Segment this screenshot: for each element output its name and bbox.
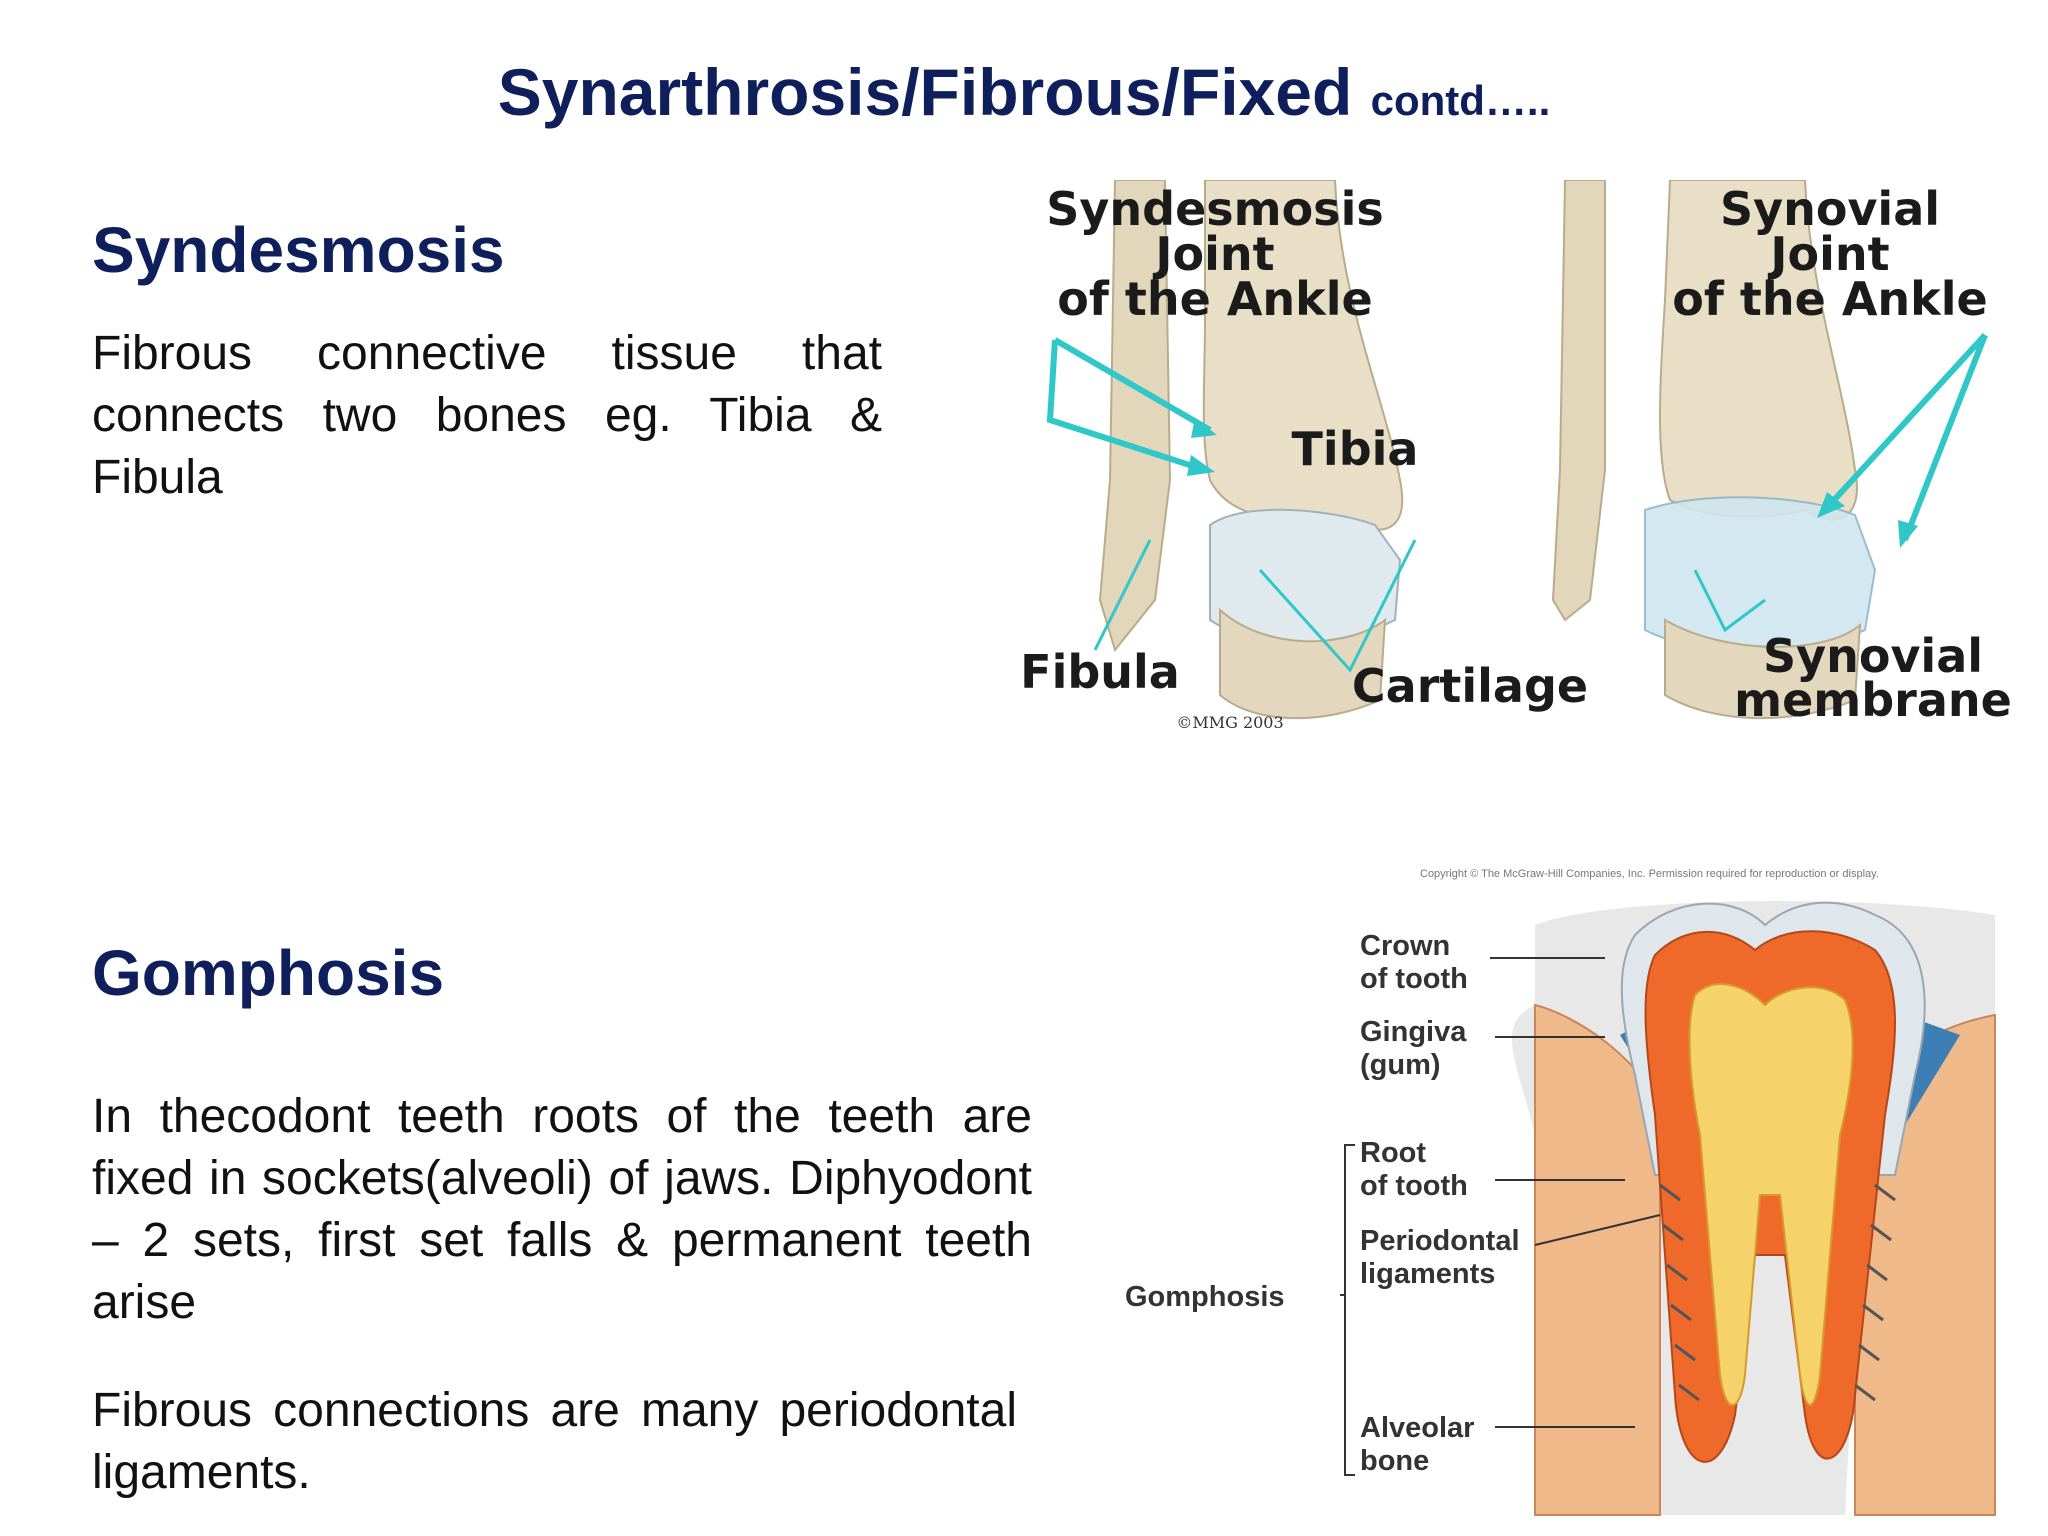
cartilage-label: Cartilage (1352, 659, 1588, 713)
leader-lines (1340, 957, 1661, 1476)
left-title-line-2: Joint (1152, 227, 1274, 281)
right-title-line-3: of the Ankle (1672, 272, 1988, 326)
tooth-gomphosis-figure: Copyright © The McGraw-Hill Companies, I… (1115, 855, 2005, 1525)
periodontal-ligaments (1659, 1183, 1896, 1402)
tooth-copyright: Copyright © The McGraw-Hill Companies, I… (1420, 868, 1879, 880)
right-title-line-2: Joint (1767, 227, 1889, 281)
crown-label-2: of tooth (1360, 963, 1468, 995)
root-label-2: of tooth (1360, 1170, 1468, 1202)
ankle-joint-figure: Syndesmosis Joint of the Ankle Synovial … (1005, 180, 2030, 740)
arrow-heads (1187, 418, 1918, 548)
gingiva-label-2: (gum) (1360, 1049, 1441, 1081)
right-ankle-bones (1551, 180, 1877, 720)
fibula-label: Fibula (1020, 645, 1180, 699)
right-title-line-1: Synovial (1720, 182, 1940, 236)
left-ankle-bones (1098, 180, 1404, 720)
gomphosis-heading: Gomphosis (92, 937, 445, 1009)
left-title-line-1: Syndesmosis (1046, 182, 1383, 236)
pulp (1688, 983, 1854, 1406)
gingiva-label-1: Gingiva (1360, 1016, 1467, 1048)
left-title-line-3: of the Ankle (1057, 272, 1373, 326)
gomphosis-text-2: Fibrous connections are many periodontal… (92, 1384, 1017, 1499)
alveolar-label-1: Alveolar (1360, 1412, 1474, 1444)
alveolar-label-2: bone (1360, 1445, 1429, 1477)
root-label-1: Root (1360, 1137, 1426, 1169)
periodontal-label-2: ligaments (1360, 1258, 1495, 1290)
title-main: Synarthrosis/Fibrous/Fixed (497, 55, 1353, 129)
periodontal-label-1: Periodontal (1360, 1225, 1520, 1257)
syndesmosis-heading: Syndesmosis (92, 214, 505, 286)
gomphosis-label: Gomphosis (1125, 1281, 1285, 1313)
gomphosis-text-1: In thecodont teeth roots of the teeth ar… (92, 1090, 1032, 1329)
pointer-arrows (1046, 332, 1988, 673)
title-suffix: contd….. (1370, 77, 1551, 124)
tibia-label: Tibia (1292, 422, 1419, 476)
synovial-membrane-line-1: Synovial (1763, 629, 1983, 683)
synovial-membrane-line-2: membrane (1734, 673, 2012, 727)
syndesmosis-text: Fibrous connective tissue that connects … (92, 327, 882, 504)
slide-title: Synarthrosis/Fibrous/Fixed contd….. (0, 52, 2048, 141)
ankle-copyright: ©MMG 2003 (1176, 713, 1283, 732)
crown-label-1: Crown (1360, 930, 1450, 962)
